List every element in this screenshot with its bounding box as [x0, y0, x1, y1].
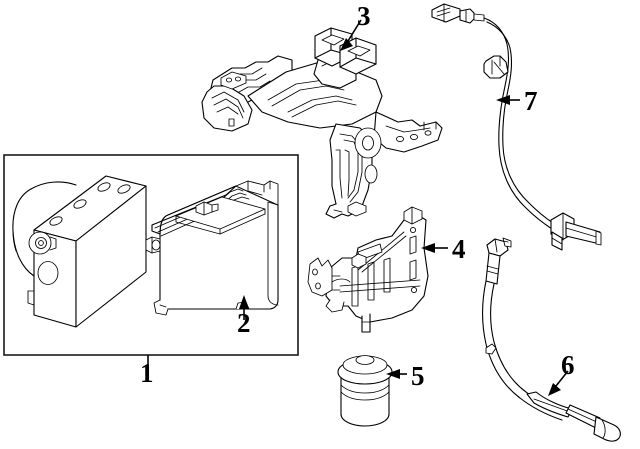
callout-label-6: 6: [561, 350, 575, 380]
rear-speed-sensor-harness: [482, 237, 621, 442]
callout-label-1: 1: [140, 358, 154, 388]
callout-label-3: 3: [357, 1, 371, 31]
leader-6: [548, 370, 569, 396]
callout-label-4: 4: [452, 234, 466, 264]
leader-7: [496, 95, 520, 105]
leader-5: [386, 369, 407, 379]
front-speed-sensor-harness: [431, 3, 602, 251]
upper-bracket: [201, 27, 443, 219]
leader-3: [340, 19, 362, 51]
assembly-group-box: [3, 154, 299, 356]
electronic-control-module: [145, 180, 279, 316]
leader-4: [421, 243, 448, 253]
hydraulic-control-unit: [12, 175, 147, 328]
isolator-bushing: [337, 355, 393, 427]
callout-label-7: 7: [524, 86, 538, 116]
callout-label-2: 2: [237, 308, 251, 338]
callout-label-5: 5: [411, 361, 425, 391]
leader-2: [239, 295, 249, 320]
lower-bracket: [307, 206, 429, 333]
